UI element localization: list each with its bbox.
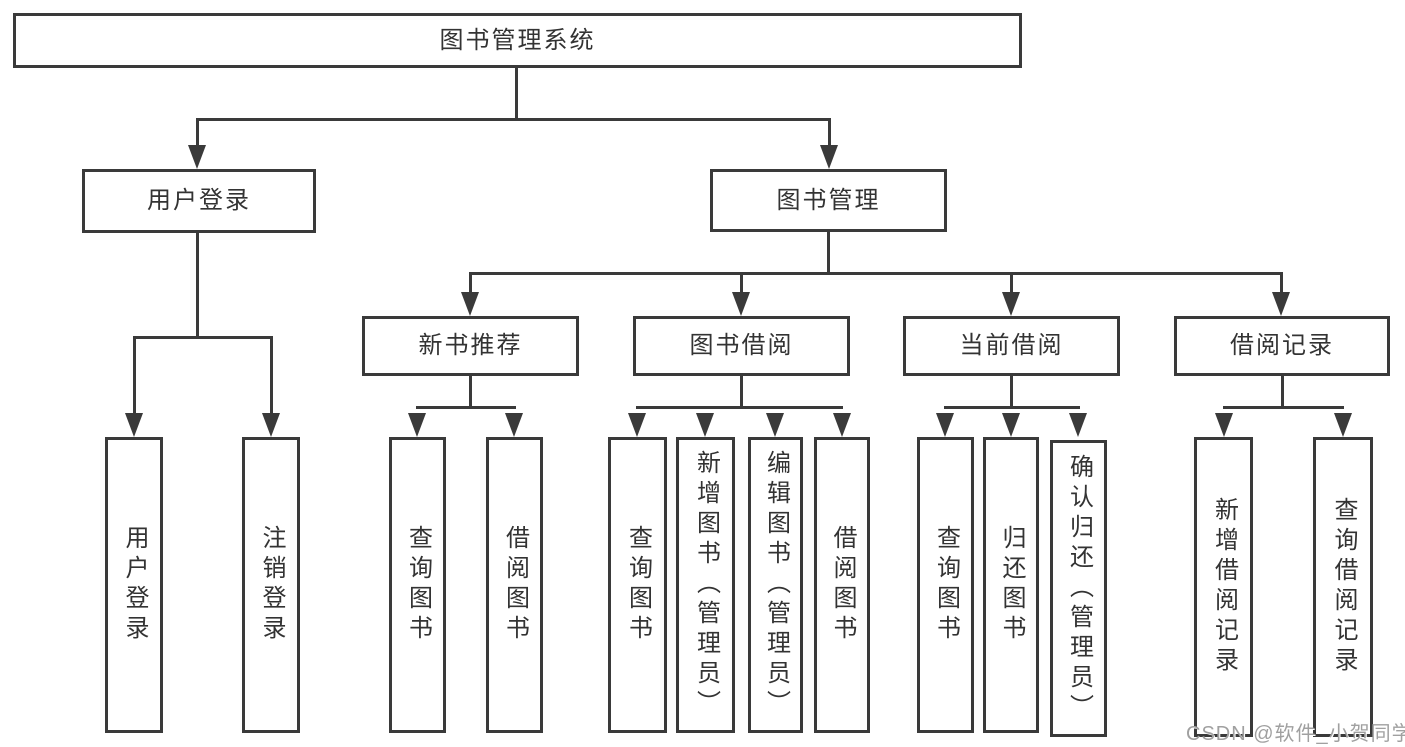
connector-borrowrecords-hline [1223,406,1344,409]
connector-userlogin-hline [133,336,273,339]
leaf-nb-query-books: 查询图书 [389,437,446,733]
arrow-down-icon [766,413,784,437]
leaf-cb-return-books: 归还图书 [983,437,1039,733]
arrow-down-icon [820,145,838,169]
arrow-down-icon [936,413,954,437]
connector-userlogin-shaft-right [270,336,273,416]
leaf-bb-borrow-books-label: 借阅图书 [829,525,856,645]
connector-userlogin-shaft-left [133,336,136,416]
node-borrow-records-label: 借阅记录 [1230,332,1334,359]
node-new-book-rec-label: 新书推荐 [418,332,523,359]
node-borrow-records: 借阅记录 [1174,316,1390,376]
leaf-br-query-record-label: 查询借阅记录 [1330,497,1357,677]
leaf-nb-query-books-label: 查询图书 [404,525,432,645]
root-node: 图书管理系统 [13,13,1022,68]
connector-root-hline [196,118,831,121]
arrow-down-icon [1002,292,1020,316]
leaf-nb-borrow-books: 借阅图书 [486,437,543,733]
node-current-borrow-label: 当前借阅 [959,332,1064,359]
connector-userlogin-stem [196,233,199,339]
node-current-borrow: 当前借阅 [903,316,1120,376]
leaf-cb-confirm-return-admin-label: 确认归还（管理员） [1065,453,1093,724]
connector-newbookrec-stem [469,376,472,409]
arrow-down-icon [505,413,523,437]
node-book-borrow-label: 图书借阅 [689,332,794,359]
node-user-login-label: 用户登录 [147,187,251,214]
connector-bookmgmt-shaft-4 [1280,272,1283,295]
connector-bookmgmt-shaft-1 [469,272,472,295]
connector-root-shaft-right [828,118,831,150]
arrow-down-icon [125,413,143,437]
arrow-down-icon [1272,292,1290,316]
leaf-logout-label: 注销登录 [258,525,285,645]
leaf-user-login-label: 用户登录 [121,525,148,645]
connector-currentborrow-hline [944,406,1080,409]
node-book-mgmt: 图书管理 [710,169,947,232]
leaf-bb-add-books-admin-label: 新增图书（管理员） [692,450,720,720]
arrow-down-icon [833,413,851,437]
leaf-br-add-record: 新增借阅记录 [1194,437,1253,737]
leaf-bb-edit-books-admin-label: 编辑图书（管理员） [762,450,790,720]
leaf-cb-query-books: 查询图书 [917,437,974,733]
connector-bookmgmt-stem [827,232,830,275]
arrow-down-icon [1215,413,1233,437]
connector-bookmgmt-hline [469,272,1283,275]
connector-bookmgmt-shaft-3 [1010,272,1013,295]
node-user-login: 用户登录 [82,169,316,233]
arrow-down-icon [1069,413,1087,437]
arrow-down-icon [262,413,280,437]
node-book-mgmt-label: 图书管理 [776,186,881,214]
arrow-down-icon [461,292,479,316]
node-new-book-rec: 新书推荐 [362,316,579,376]
arrow-down-icon [628,413,646,437]
arrow-down-icon [732,292,750,316]
leaf-bb-edit-books-admin: 编辑图书（管理员） [748,437,803,733]
arrow-down-icon [188,145,206,169]
leaf-cb-query-books-label: 查询图书 [932,525,960,645]
watermark: CSDN @软件_小贺同学 [1186,723,1405,745]
leaf-cb-confirm-return-admin: 确认归还（管理员） [1050,440,1107,737]
arrow-down-icon [408,413,426,437]
leaf-br-query-record: 查询借阅记录 [1313,437,1373,737]
arrow-down-icon [1334,413,1352,437]
connector-bookborrow-stem [740,376,743,409]
node-book-borrow: 图书借阅 [633,316,850,376]
leaf-bb-borrow-books: 借阅图书 [814,437,870,733]
connector-currentborrow-stem [1010,376,1013,409]
leaf-br-add-record-label: 新增借阅记录 [1210,497,1238,677]
leaf-logout: 注销登录 [242,437,300,733]
leaf-user-login: 用户登录 [105,437,163,733]
connector-newbookrec-hline [416,406,516,409]
arrow-down-icon [1002,413,1020,437]
arrow-down-icon [696,413,714,437]
connector-bookborrow-hline [636,406,843,409]
leaf-nb-borrow-books-label: 借阅图书 [501,525,529,645]
connector-root-stem [515,68,518,121]
leaf-bb-add-books-admin: 新增图书（管理员） [676,437,735,733]
leaf-bb-query-books: 查询图书 [608,437,667,733]
leaf-cb-return-books-label: 归还图书 [998,525,1025,645]
connector-root-shaft-left [196,118,199,150]
connector-borrowrecords-stem [1281,376,1284,409]
root-node-label: 图书管理系统 [439,26,596,54]
leaf-bb-query-books-label: 查询图书 [624,525,652,645]
connector-bookmgmt-shaft-2 [740,272,743,295]
